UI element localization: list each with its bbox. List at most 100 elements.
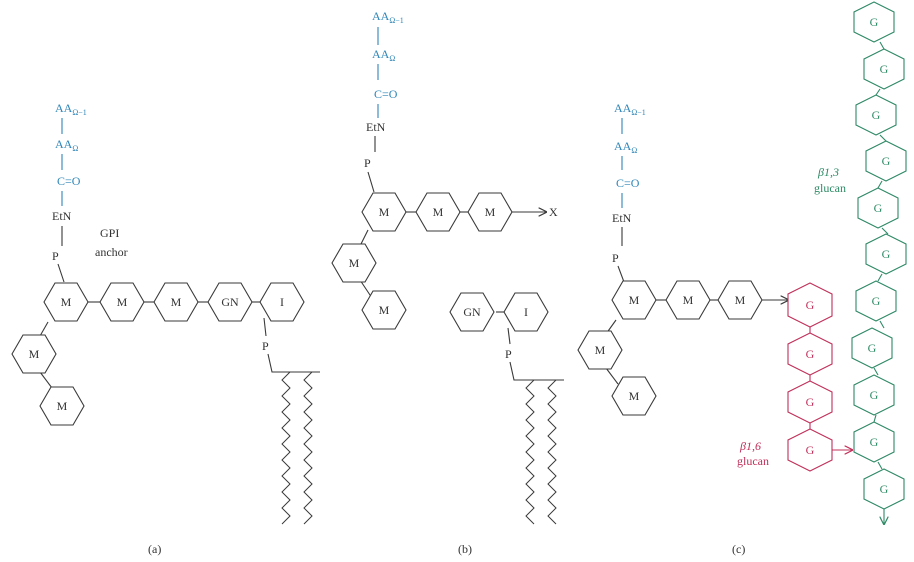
hex-glucose: G xyxy=(853,374,895,416)
lipid-tails xyxy=(281,371,313,525)
svg-text:G: G xyxy=(874,201,883,215)
carbonyl-label: C=O xyxy=(616,176,640,190)
aa-omega-label: AAΩ xyxy=(55,137,78,153)
hex-mannose: M xyxy=(665,280,711,320)
beta13-glucan: G G G G G G G G G G G xyxy=(851,1,907,524)
aa-omega-minus-1-label: AAΩ−1 xyxy=(614,101,646,117)
hex-mannose: M xyxy=(11,334,57,374)
hex-glucose: G xyxy=(787,380,833,424)
hex-mannose: M xyxy=(361,192,407,232)
phosphate-label: P xyxy=(262,339,269,353)
hex-inositol: I xyxy=(259,282,305,322)
hex-mannose: M xyxy=(611,376,657,416)
hex-glucose: G xyxy=(853,1,895,43)
hex-mannose: M xyxy=(99,282,145,322)
svg-text:M: M xyxy=(683,293,694,307)
hex-mannose: M xyxy=(153,282,199,322)
panel-b: AAΩ−1 AAΩ C=O EtN P X M M M M M GN I P xyxy=(331,9,564,556)
svg-text:G: G xyxy=(868,341,877,355)
svg-text:G: G xyxy=(880,62,889,76)
x-label: X xyxy=(549,205,558,219)
hex-glucose: G xyxy=(855,280,897,322)
caption-c: (c) xyxy=(732,542,745,556)
caption-b: (b) xyxy=(458,542,472,556)
svg-text:G: G xyxy=(870,388,879,402)
svg-text:M: M xyxy=(595,343,606,357)
panel-a: AAΩ−1 AAΩ C=O EtN P GPI anchor M M M GN … xyxy=(11,101,320,556)
panel-c: AAΩ−1 AAΩ C=O EtN P M M M M M G G G xyxy=(577,1,907,556)
svg-text:G: G xyxy=(882,247,891,261)
svg-text:M: M xyxy=(433,205,444,219)
svg-text:I: I xyxy=(524,305,528,319)
svg-text:M: M xyxy=(29,347,40,361)
svg-text:M: M xyxy=(629,389,640,403)
hex-mannose: M xyxy=(415,192,461,232)
panel-c-peptide: AAΩ−1 AAΩ C=O EtN P xyxy=(612,101,646,283)
svg-text:M: M xyxy=(735,293,746,307)
svg-text:G: G xyxy=(872,108,881,122)
hex-mannose: M xyxy=(39,386,85,426)
panel-b-peptide: AAΩ−1 AAΩ C=O EtN P xyxy=(364,9,404,193)
svg-text:G: G xyxy=(880,482,889,496)
svg-text:GN: GN xyxy=(221,295,239,309)
hex-mannose: M xyxy=(577,330,623,370)
hex-mannose: M xyxy=(611,280,657,320)
lipid-tails xyxy=(525,379,557,525)
aa-omega-label: AAΩ xyxy=(372,47,395,63)
svg-text:G: G xyxy=(872,294,881,308)
hex-inositol: I xyxy=(503,292,549,332)
svg-text:G: G xyxy=(806,298,815,312)
hex-glucose: G xyxy=(787,282,833,328)
svg-text:G: G xyxy=(806,443,815,457)
aa-omega-label: AAΩ xyxy=(614,139,637,155)
svg-text:I: I xyxy=(280,295,284,309)
phosphate-label: P xyxy=(505,347,512,361)
carbonyl-label: C=O xyxy=(57,174,81,188)
phosphate-label: P xyxy=(612,251,619,265)
phosphate-label: P xyxy=(52,249,59,263)
aa-omega-minus-1-label: AAΩ−1 xyxy=(372,9,404,25)
hex-glucose: G xyxy=(853,421,895,463)
hex-mannose: M xyxy=(361,290,407,330)
hex-glucose: G xyxy=(857,187,899,229)
etn-label: EtN xyxy=(366,120,386,134)
beta16-label: β1,6 xyxy=(739,439,761,453)
beta13-label: β1,3 xyxy=(817,165,839,179)
hex-glucosamine: GN xyxy=(449,292,495,332)
carbonyl-label: C=O xyxy=(374,87,398,101)
anchor-label: anchor xyxy=(95,245,128,259)
svg-text:M: M xyxy=(379,303,390,317)
svg-text:M: M xyxy=(379,205,390,219)
svg-text:M: M xyxy=(629,293,640,307)
hex-mannose: M xyxy=(331,243,377,283)
hex-mannose: M xyxy=(467,192,513,232)
svg-text:M: M xyxy=(61,295,72,309)
glucan-label: glucan xyxy=(737,454,769,468)
aa-omega-minus-1-label: AAΩ−1 xyxy=(55,101,87,117)
phosphate-label: P xyxy=(364,156,371,170)
svg-text:M: M xyxy=(117,295,128,309)
svg-text:G: G xyxy=(870,435,879,449)
svg-text:M: M xyxy=(485,205,496,219)
gpi-label: GPI xyxy=(100,226,119,240)
svg-text:M: M xyxy=(57,399,68,413)
svg-text:G: G xyxy=(806,395,815,409)
hex-mannose: M xyxy=(43,282,89,322)
panel-a-peptide: AAΩ−1 AAΩ C=O EtN P xyxy=(52,101,87,283)
caption-a: (a) xyxy=(148,542,161,556)
svg-text:G: G xyxy=(806,347,815,361)
hex-glucose: G xyxy=(865,140,907,182)
hex-glucosamine: GN xyxy=(207,282,253,322)
svg-text:GN: GN xyxy=(463,305,481,319)
etn-label: EtN xyxy=(52,209,72,223)
glucan-label: glucan xyxy=(814,181,846,195)
hex-mannose: M xyxy=(717,280,763,320)
hex-glucose: G xyxy=(787,332,833,376)
hex-glucose: G xyxy=(855,94,897,136)
beta16-glucan: G G G G xyxy=(787,282,852,472)
hex-glucose: G xyxy=(865,233,907,275)
svg-text:M: M xyxy=(349,256,360,270)
etn-label: EtN xyxy=(612,211,632,225)
hex-glucose: G xyxy=(787,428,833,472)
